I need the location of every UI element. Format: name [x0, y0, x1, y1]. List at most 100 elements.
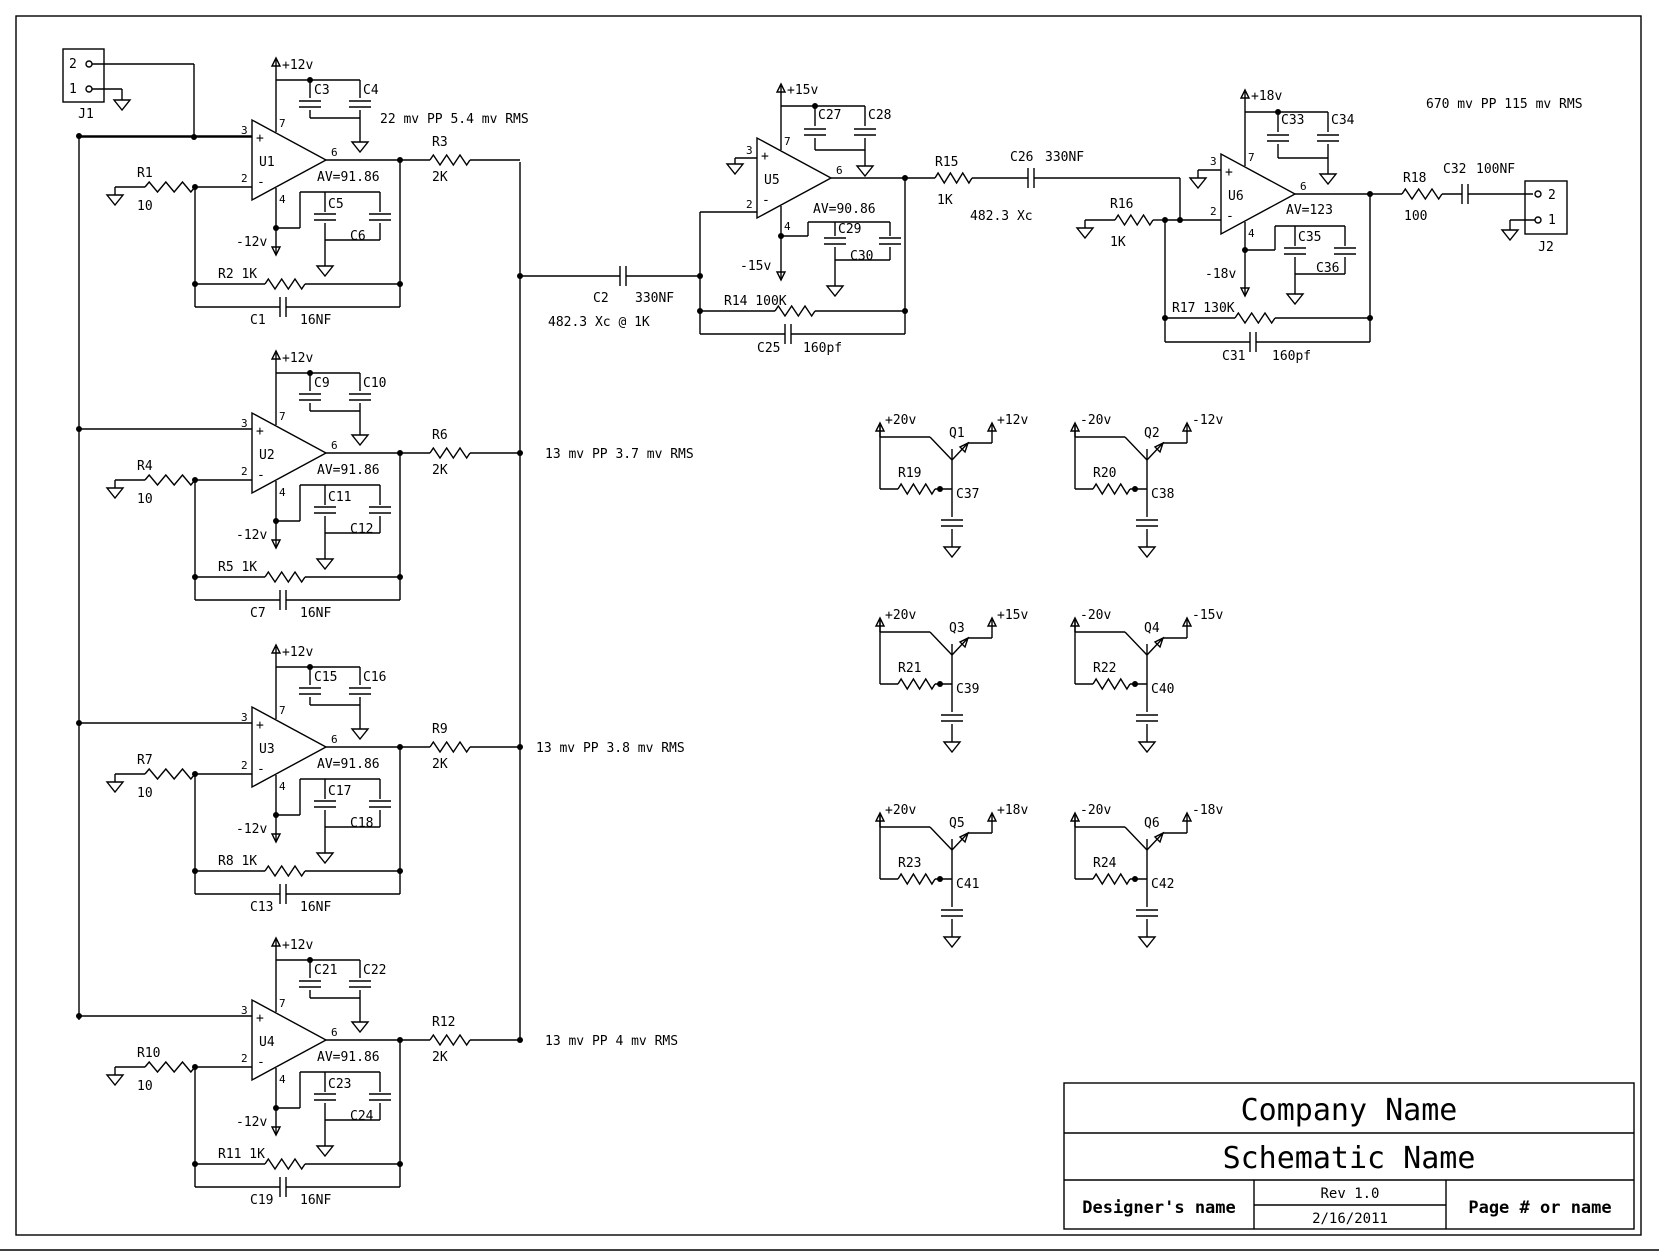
arrow-head	[270, 246, 282, 257]
output-resistor	[934, 171, 973, 185]
ground-symbol	[350, 434, 370, 447]
arrow-head	[1239, 88, 1251, 99]
feedback-cap-ref: C7	[250, 606, 266, 621]
vout-label: +15v	[997, 608, 1028, 623]
wire	[929, 631, 953, 656]
transistor-emitter	[1146, 832, 1164, 851]
junction-dot	[517, 744, 523, 750]
capacitor-top-b	[349, 393, 371, 401]
arrow-head	[270, 539, 282, 550]
bias-resistor	[1092, 677, 1131, 691]
junction-dot	[76, 1013, 82, 1019]
resistor-ref: R16	[1110, 197, 1133, 212]
opamp-u6: +-	[1220, 152, 1297, 236]
supply-arrow	[1239, 88, 1251, 104]
output-resistor	[1401, 187, 1443, 201]
opamp-body	[1220, 152, 1297, 236]
arrow-head	[270, 643, 282, 654]
emitter-arrow	[1153, 636, 1165, 649]
pin-label: 3	[746, 144, 753, 157]
plus-sign: +	[256, 718, 264, 733]
arrow-head	[1239, 287, 1251, 298]
pin-label: 2	[69, 57, 77, 72]
ground-symbol	[1285, 293, 1305, 306]
transistor-ref: Q4	[1144, 621, 1160, 636]
cap-label: C29	[838, 222, 861, 237]
resistor-ref: R12	[432, 1015, 455, 1030]
bias-resistor	[897, 482, 936, 496]
supply-arrow	[775, 82, 787, 98]
resistor-ref: R4	[137, 459, 153, 474]
capacitor-top-b	[1317, 134, 1339, 142]
cap-label: C18	[350, 816, 373, 831]
vin-label: +20v	[885, 803, 916, 818]
cap-label: C28	[868, 108, 891, 123]
opamp-ref: U6	[1228, 189, 1244, 204]
pin-label: 4	[279, 780, 286, 793]
vout-label: +12v	[997, 413, 1028, 428]
wire	[929, 436, 953, 461]
opamp-u3: +-	[251, 705, 328, 789]
cap-label: C21	[314, 963, 337, 978]
connector-ref: J2	[1538, 240, 1554, 255]
feedback-resistor	[1234, 311, 1276, 325]
supply-arrow	[270, 349, 282, 365]
filter-capacitor	[1136, 714, 1158, 722]
junction-dot	[1132, 681, 1138, 687]
cap-label: C6	[350, 229, 366, 244]
transistor-emitter	[1146, 442, 1164, 461]
junction-dot	[937, 486, 943, 492]
feedback-capacitor	[784, 324, 792, 344]
pin-label: 4	[279, 486, 286, 499]
emitter-arrow	[958, 831, 970, 844]
feedback-resistor	[774, 304, 816, 318]
arrow-head	[1181, 421, 1193, 432]
minus-sign: -	[257, 1055, 265, 1070]
junction-dot	[397, 1037, 403, 1043]
ground-symbol	[942, 741, 962, 754]
junction-dot	[273, 1105, 279, 1111]
output-resistor	[429, 153, 471, 167]
capacitor-bot-a	[314, 800, 336, 808]
ground-symbol	[825, 285, 845, 298]
feedback-cap-ref: C25	[757, 341, 780, 356]
cap-label: C10	[363, 376, 386, 391]
arrow-head	[775, 82, 787, 93]
cap-label: C15	[314, 670, 337, 685]
vneg-label: -12v	[236, 528, 267, 543]
feedback-resistor-label: R8 1K	[218, 854, 257, 869]
filter-capacitor	[1136, 909, 1158, 917]
coupling-capacitor	[619, 266, 627, 286]
vpos-label: +12v	[282, 351, 313, 366]
capacitor-bot-b	[879, 237, 901, 245]
pin-label: 2	[1210, 205, 1217, 218]
pin-label: 1	[1548, 213, 1556, 228]
ground-symbol	[942, 936, 962, 949]
emitter-arrow	[958, 636, 970, 649]
cap-label: C3	[314, 83, 330, 98]
cap-value: 330NF	[635, 291, 674, 306]
output-resistor	[429, 740, 471, 754]
junction-dot	[192, 574, 198, 580]
cap-ref: C2	[593, 291, 609, 306]
ground-symbol	[725, 163, 745, 176]
vpos-label: +15v	[787, 83, 818, 98]
resistor-ref: R7	[137, 753, 153, 768]
pin-label: 2	[1548, 188, 1556, 203]
pin-label: 3	[1210, 155, 1217, 168]
pin-hole	[85, 60, 93, 68]
input-resistor	[144, 473, 196, 487]
cap-ref: C39	[956, 682, 979, 697]
junction-dot	[1367, 191, 1373, 197]
gain-label: AV=91.86	[317, 1050, 380, 1065]
plus-sign: +	[256, 131, 264, 146]
cap-ref: C37	[956, 487, 979, 502]
capacitor-bot-a	[314, 506, 336, 514]
resistor-value: 10	[137, 492, 153, 507]
cap-value: 100NF	[1476, 162, 1515, 177]
ground-symbol	[315, 1145, 335, 1158]
